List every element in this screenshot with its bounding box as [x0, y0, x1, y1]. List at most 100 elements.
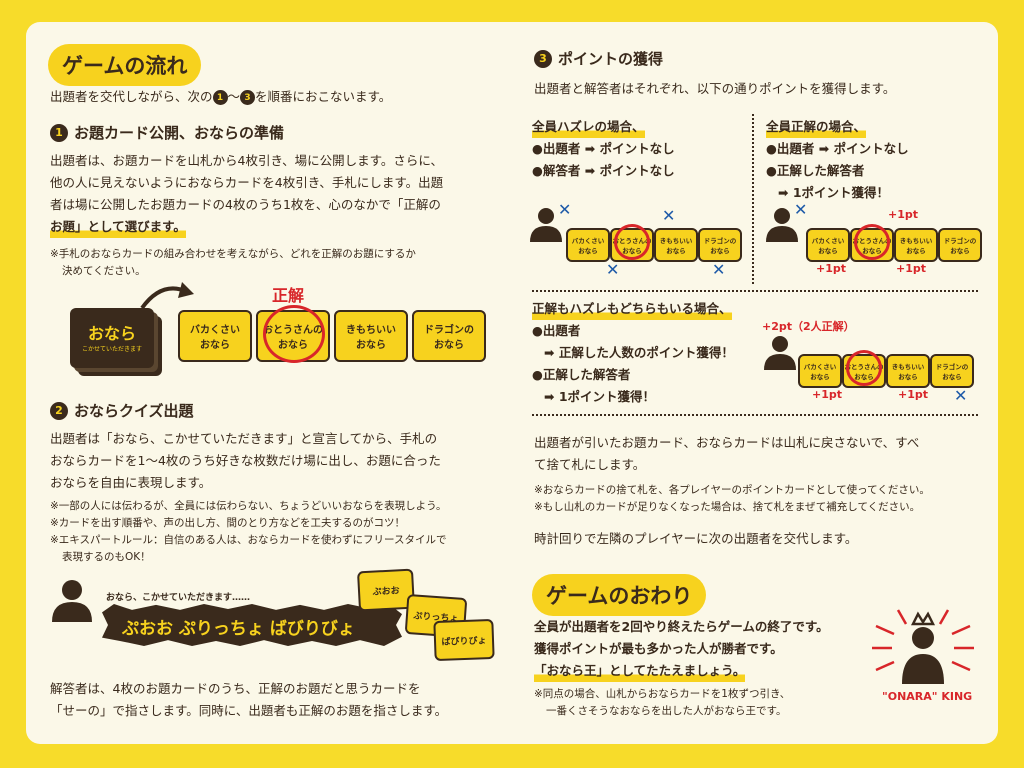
wrong-x-icon: ✕ — [712, 260, 726, 279]
step1-line: お題」として選びます。 — [50, 216, 186, 238]
end-body: 全員が出題者を2回やり終えたらゲームの終了です。 獲得ポイントが最も多かった人が… — [534, 616, 829, 682]
answer-body: 解答者は、4枚のお題カードのうち、正解のお題だと思うカードを 「せーの」で指さし… — [50, 678, 447, 722]
step2-title: おならクイズ出題 — [74, 402, 194, 420]
end-note-line: 一番くさそうなおならを出した人がおなら王です。 — [546, 705, 787, 717]
step1-note-line: 決めてください。 — [62, 265, 146, 277]
topic-card: きもちいい おなら — [334, 310, 408, 362]
mini-card-label: きもちいい おなら — [899, 237, 933, 255]
step1-title: お題カード公開、おならの準備 — [74, 124, 285, 142]
step1-heading: 1 お題カード公開、おならの準備 — [50, 122, 284, 143]
person-icon — [530, 208, 562, 242]
speech-bubble — [102, 604, 402, 646]
return-note-line: ※おならカードの捨て札を、各プレイヤーのポイントカードとして使ってください。 — [534, 484, 930, 496]
return-notes: ※おならカードの捨て札を、各プレイヤーのポイントカードとして使ってください。 ※… — [534, 482, 930, 516]
step2-note-line: ※エキスパートルール：自信のある人は、おならカードを使わずにフリースタイルで — [50, 534, 447, 546]
mini-card: ドラゴンの おなら — [938, 228, 982, 262]
step2-line: 出題者は「おなら、こかせていただきます」と宣言してから、手札の — [50, 431, 438, 446]
answer-line: 「せーの」で指さします。同時に、出題者も正解のお題を指さします。 — [50, 703, 448, 718]
step2-line: おならカードを1〜4枚のうち好きな枚数だけ場に出し、お題に合った — [50, 453, 441, 468]
allright-title: 全員正解の場合、 — [766, 116, 867, 138]
mini-card: きもちいい おなら — [894, 228, 938, 262]
speech-big: ぷおお ぷりっちょ ばびりびょ — [122, 619, 355, 639]
topic-card-label: バカくさい おなら — [190, 325, 240, 351]
deck-logo: おなら — [87, 324, 136, 343]
wrong-x-icon: ✕ — [558, 200, 572, 219]
wrong-x-icon: ✕ — [606, 260, 620, 279]
king-label: "ONARA" KING — [882, 690, 973, 703]
mini-card-label: バカくさい おなら — [571, 237, 605, 255]
step2-notes: ※一部の人には伝わるが、全員には伝わらない、ちょうどいいおならを表現しよう。 ※… — [50, 498, 446, 566]
mini-card-label: ドラゴンの おなら — [935, 363, 969, 381]
step2-number: 2 — [50, 401, 68, 420]
mini-card-label: きもちいい おなら — [891, 363, 925, 381]
step1-line: 他の人に見えないようにおならカードを4枚引き、手札にします。出題 — [50, 175, 444, 190]
allwrong-line: ●解答者 ➡ ポイントなし — [532, 163, 675, 178]
flow-title: ゲームの流れ — [48, 44, 202, 86]
return-note-line: ※もし山札のカードが足りなくなった場合は、捨て札をまぜて補充してください。 — [534, 501, 921, 513]
step2-line: おならを自由に表現します。 — [50, 475, 212, 490]
mini-card: バカくさい おなら — [798, 354, 842, 388]
mini-card: ドラゴンの おなら — [698, 228, 742, 262]
answer-line: 解答者は、4枚のお題カードのうち、正解のお題だと思うカードを — [50, 681, 421, 696]
plus1-label: +1pt — [896, 262, 927, 275]
fart-card: ばびりびょ — [433, 618, 495, 662]
correct-ring — [854, 224, 890, 260]
step1-body: 出題者は、お題カードを山札から4枚引き、場に公開します。さらに、 他の人に見えな… — [50, 150, 443, 238]
mini-card-label: バカくさい おなら — [803, 363, 837, 381]
return-line: 出題者が引いたお題カード、おならカードは山札に戻さないで、すべ — [534, 435, 920, 450]
topic-card-label: きもちいい おなら — [346, 325, 396, 351]
speech-small: おなら、こかせていただきます…… — [106, 593, 251, 603]
mini-card-label: ドラゴンの おなら — [703, 237, 737, 255]
person-icon — [764, 336, 796, 370]
step3-number: 3 — [534, 49, 552, 68]
flow-intro-num1: 1 — [212, 90, 228, 105]
deck-subtitle: こかせていただきます — [81, 346, 142, 353]
wrong-x-icon: ✕ — [662, 206, 676, 225]
mini-card-label: ドラゴンの おなら — [943, 237, 977, 255]
mixed-line: ➡ 正解した人数のポイント獲得！ — [544, 345, 734, 360]
step2-body: 出題者は「おなら、こかせていただきます」と宣言してから、手札の おならカードを1… — [50, 428, 441, 494]
step3-heading: 3 ポイントの獲得 — [534, 48, 663, 69]
step3-intro: 出題者と解答者はそれぞれ、以下の通りポイントを獲得します。 — [534, 81, 896, 96]
plus1-label: +1pt — [888, 208, 919, 221]
step1-note-line: ※手札のおならカードの組み合わせを考えながら、どれを正解のお題にするか — [50, 248, 416, 260]
correct-label: 正解 — [272, 286, 305, 305]
mixed-title: 正解もハズレもどちらもいる場合、 — [532, 298, 732, 320]
step2-note-line: ※カードを出す順番や、声の出し方、間のとり方などを工夫するのがコツ！ — [50, 517, 405, 529]
allright-line: ●正解した解答者 — [766, 163, 865, 178]
person-icon — [52, 580, 92, 622]
correct-ring — [263, 305, 325, 363]
allright-line: ●出題者 ➡ ポイントなし — [766, 141, 909, 156]
wrong-x-icon: ✕ — [794, 200, 808, 219]
divider — [532, 414, 978, 416]
end-line: 全員が出題者を2回やり終えたらゲームの終了です。 — [534, 619, 829, 634]
correct-ring — [846, 350, 882, 386]
return-body: 出題者が引いたお題カード、おならカードは山札に戻さないで、すべ て捨て札にします… — [534, 432, 919, 476]
person-icon — [766, 208, 798, 242]
flow-intro-dash: 〜 — [227, 89, 241, 104]
allwrong-line: ●出題者 ➡ ポイントなし — [532, 141, 675, 156]
plus1-label: +1pt — [898, 388, 929, 401]
king-icon — [872, 609, 974, 684]
end-line: 獲得ポイントが最も多かった人が勝者です。 — [534, 641, 783, 656]
divider — [752, 114, 754, 284]
step2-note-line: ※一部の人には伝わるが、全員には伝わらない、ちょうどいいおならを表現しよう。 — [50, 500, 447, 512]
return-line: て捨て札にします。 — [534, 457, 646, 472]
divider — [532, 290, 978, 292]
mixed-line: ●出題者 — [532, 323, 581, 338]
mini-card: きもちいい おなら — [886, 354, 930, 388]
step1-line: 者は場に公開したお題カードの4枚のうち1枚を、心のなかで「正解の — [50, 197, 441, 212]
allright-list: ●出題者 ➡ ポイントなし ●正解した解答者 ➡ 1ポイント獲得！ — [766, 138, 909, 204]
topic-card-label: ドラゴンの おなら — [424, 325, 474, 351]
allright-line: ➡ 1ポイント獲得！ — [778, 185, 890, 200]
allwrong-title: 全員ハズレの場合、 — [532, 116, 645, 138]
fart-card-label: ぷおお — [372, 585, 400, 598]
correct-ring — [614, 224, 650, 260]
next-player: 時計回りで左隣のプレイヤーに次の出題者を交代します。 — [534, 531, 858, 546]
topic-card: ドラゴンの おなら — [412, 310, 486, 362]
flow-intro-pre: 出題者を交代しながら、次の — [50, 89, 213, 104]
topic-card: バカくさい おなら — [178, 310, 252, 362]
plus1-label: +1pt — [816, 262, 847, 275]
plus2-label: +2pt（2人正解） — [762, 320, 855, 333]
